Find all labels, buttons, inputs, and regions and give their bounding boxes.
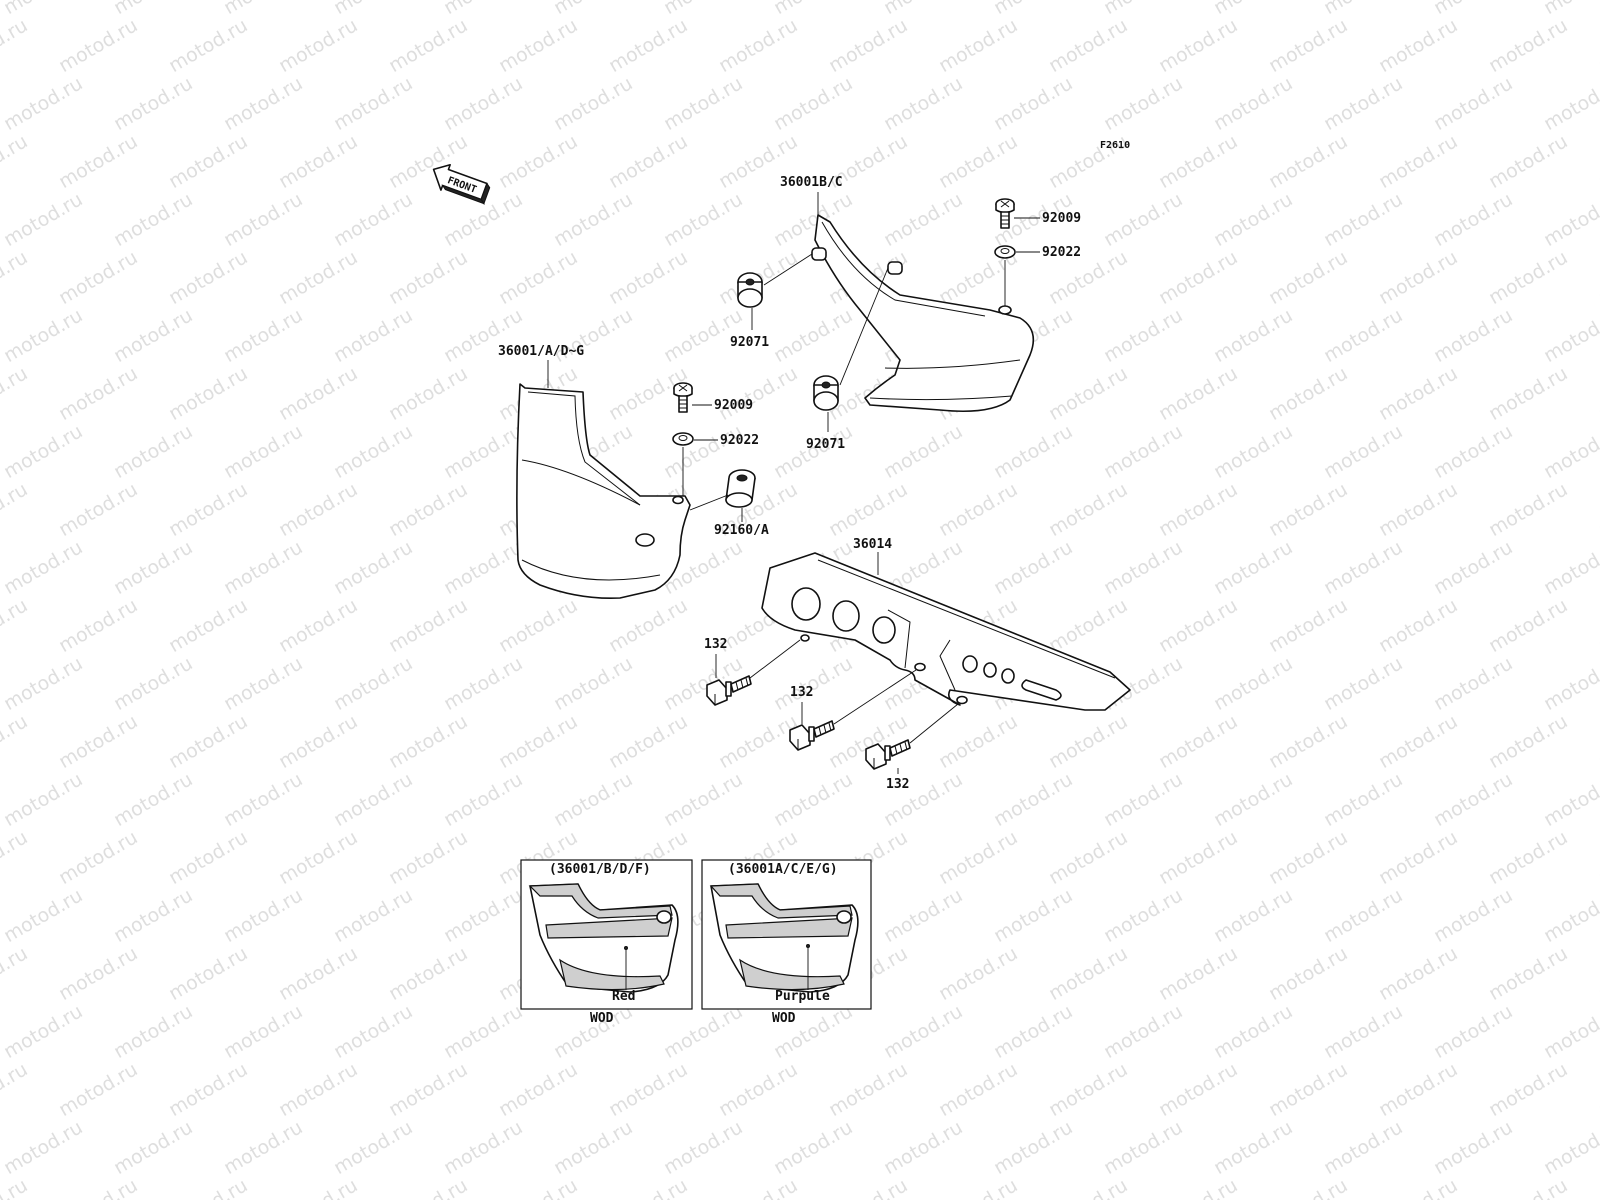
callout-grommet-upper: 92071	[730, 335, 769, 350]
side-cover-left	[516, 383, 691, 600]
grommet-92071-lower	[813, 375, 839, 411]
callout-cover-right: 36001B/C	[780, 175, 843, 190]
washer-92022-lower	[672, 432, 694, 446]
variant-box-1-color: Red	[612, 989, 635, 1004]
callout-screw-upper: 92009	[1042, 211, 1081, 226]
callout-chain-guard: 36014	[853, 537, 892, 552]
front-arrow: FRONT	[432, 163, 491, 205]
callout-bolt-3: 132	[886, 777, 909, 792]
variant-box-1-title: (36001/B/D/F)	[549, 862, 651, 877]
callout-bushing: 92160/A	[714, 523, 769, 538]
variant-box-purple: (36001A/C/E/G) Purpule WOD	[701, 859, 872, 1026]
bolt-132-a	[706, 675, 752, 706]
screw-92009-lower	[673, 382, 693, 413]
variant-box-2-color: Purpule	[775, 989, 830, 1004]
grommet-92071-upper	[737, 272, 763, 308]
variant-box-2-footer: WOD	[772, 1011, 796, 1026]
bolt-132-c	[865, 739, 911, 770]
variant-box-red: (36001/B/D/F) Red WOD	[520, 859, 693, 1026]
callout-screw-lower: 92009	[714, 398, 753, 413]
figure-code: F2610	[1100, 140, 1130, 151]
bolt-132-b	[789, 720, 835, 751]
callout-bolt-2: 132	[790, 685, 813, 700]
callout-grommet-lower: 92071	[806, 437, 845, 452]
callout-washer-lower: 92022	[720, 433, 759, 448]
variant-box-2-title: (36001A/C/E/G)	[728, 862, 838, 877]
washer-92022-upper	[994, 245, 1016, 259]
screw-92009-upper	[995, 198, 1015, 229]
chain-guard	[761, 552, 1131, 711]
callout-washer-upper: 92022	[1042, 245, 1081, 260]
variant-box-1-footer: WOD	[590, 1011, 614, 1026]
bushing-92160	[725, 469, 756, 508]
callout-cover-left: 36001/A/D~G	[498, 344, 584, 359]
callout-bolt-1: 132	[704, 637, 727, 652]
side-cover-right	[811, 214, 1035, 413]
